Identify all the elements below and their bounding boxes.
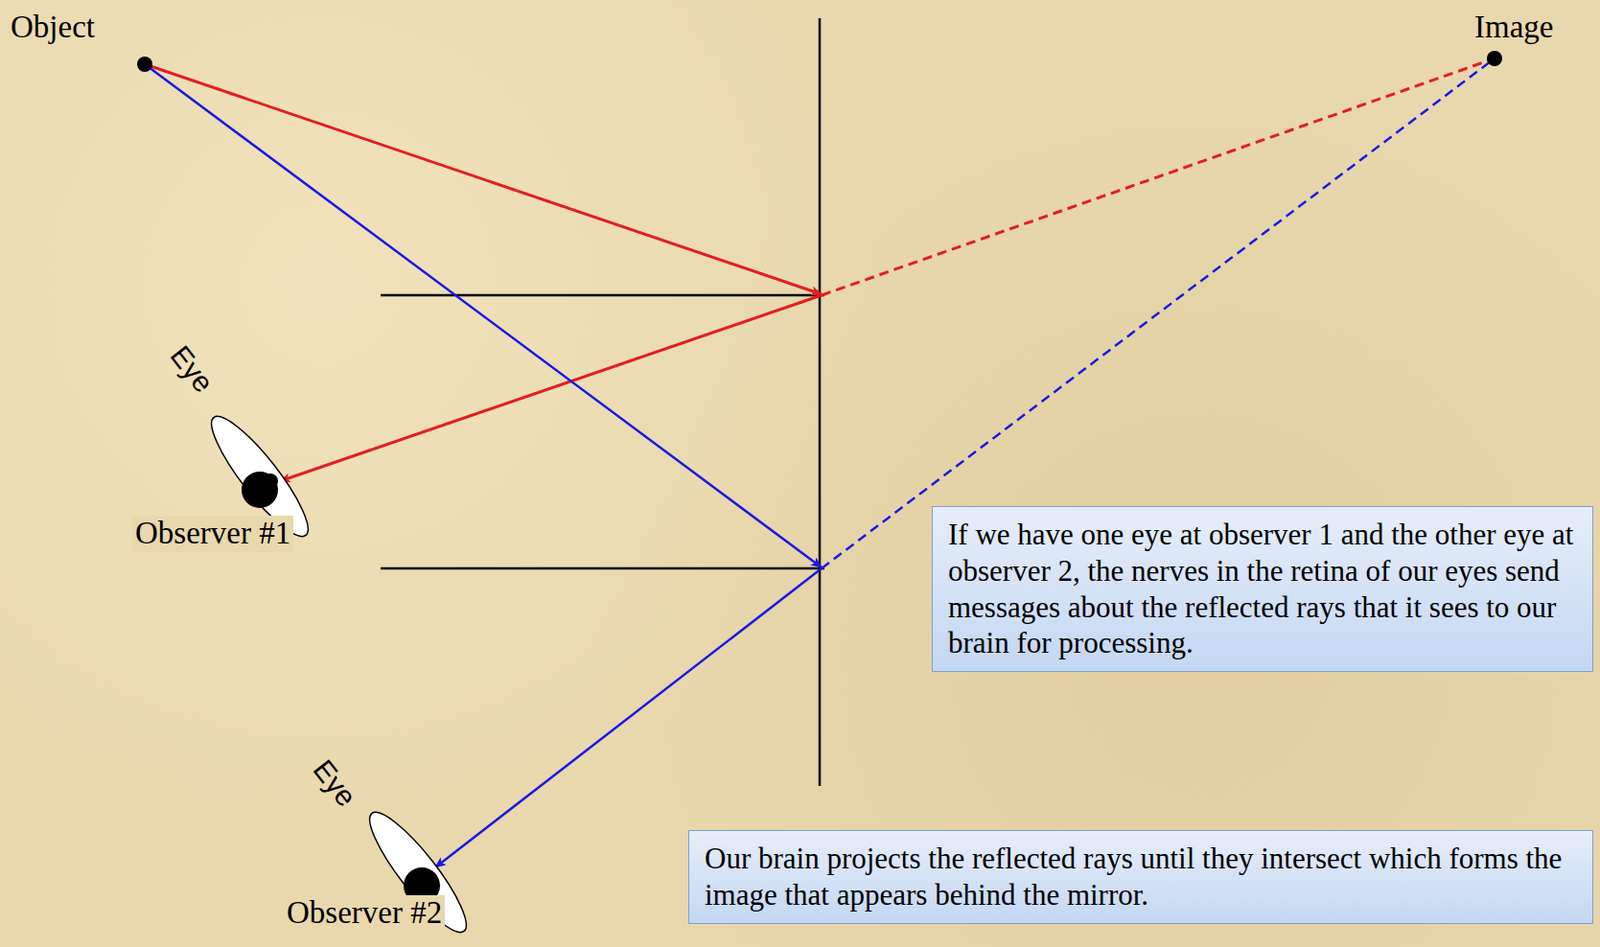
image-dot — [1486, 50, 1503, 67]
reflected-ray — [279, 295, 822, 482]
note-box: Our brain projects the reflected rays un… — [688, 830, 1594, 925]
incident-ray — [144, 64, 822, 568]
note-text: Our brain projects the reflected rays un… — [704, 840, 1577, 914]
eye-label: Eye — [162, 339, 220, 399]
reflected-ray — [435, 568, 822, 868]
virtual-ray — [821, 58, 1495, 569]
observer-label: Observer #2 — [283, 895, 445, 932]
note-text: If we have one eye at observer 1 and the… — [948, 516, 1577, 662]
normal-line — [380, 567, 825, 571]
note-box: If we have one eye at observer 1 and the… — [931, 506, 1594, 673]
image-label: Image — [1474, 9, 1554, 47]
mirror-line — [818, 18, 822, 787]
observer-label: Observer #1 — [132, 515, 294, 553]
object-dot — [137, 56, 153, 72]
eye-label: Eye — [305, 753, 363, 813]
normal-line — [380, 294, 825, 298]
virtual-ray — [821, 58, 1495, 296]
incident-ray — [144, 64, 822, 295]
object-label: Object — [10, 9, 95, 47]
